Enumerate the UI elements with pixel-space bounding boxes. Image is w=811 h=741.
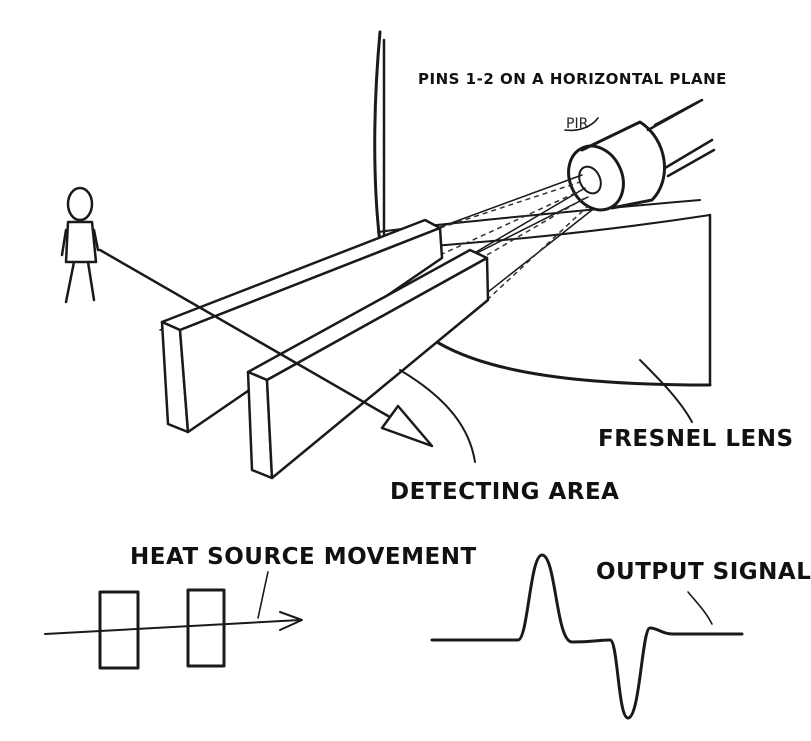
detecting-area-leader [399,369,476,463]
fresnel-lens-leader [639,359,693,423]
heat-source-diagram [44,571,303,670]
detection-slab-left [160,218,444,434]
movement-arrow [98,248,434,448]
output-signal-waveform [430,553,744,720]
detecting-area-label: DETECTING AREA [390,479,620,505]
pir-label: PIR [566,116,589,132]
fresnel-lens-label: FRESNEL LENS [598,426,794,452]
pir-sensor [564,98,716,212]
person-figure [60,186,100,304]
pins-label: PINS 1-2 ON A HORIZONTAL PLANE [418,70,727,88]
detection-slab-right [246,248,490,480]
output-signal-label: OUTPUT SIGNAL [596,559,811,585]
heat-source-movement-label: HEAT SOURCE MOVEMENT [130,544,477,570]
